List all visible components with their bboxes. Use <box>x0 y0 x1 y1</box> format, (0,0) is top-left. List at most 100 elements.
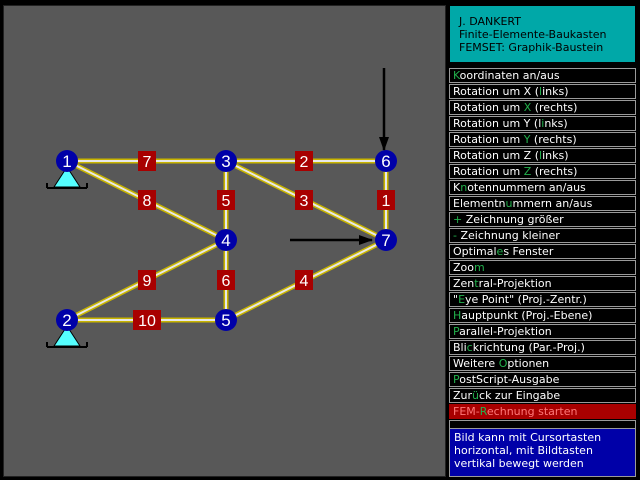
menu-item-text: inks) <box>542 85 569 98</box>
menu-item-hotkey: E <box>458 293 466 306</box>
menu-item-11[interactable]: - Zeichnung kleiner <box>449 228 636 243</box>
menu-item-text: Rotation um X ( <box>453 85 540 98</box>
menu-item-hotkey: c <box>466 341 473 354</box>
menu-item-hotkey: l <box>539 149 543 162</box>
menu-item-8[interactable]: Knotennummern an/aus <box>449 180 636 195</box>
menu-item-text: Zur <box>453 389 473 402</box>
element-number-10: 10 <box>138 313 156 330</box>
element-number-8: 8 <box>143 193 152 210</box>
menu-item-hotkey: H <box>453 309 462 322</box>
menu-item-text: mmern an/aus <box>512 197 593 210</box>
menu-item-text: ck zur Eingabe <box>479 389 561 402</box>
menu-item-text: ral-Projektion <box>478 277 552 290</box>
menu-item-22[interactable]: FEM-Rechnung starten <box>449 404 636 419</box>
menu-item-text: Zen <box>453 277 475 290</box>
menu-item-text: (rechts) <box>531 165 578 178</box>
program-title: Finite-Elemente-Baukasten <box>459 28 607 41</box>
element-label-box-6 <box>217 270 235 290</box>
element-number-6: 6 <box>222 273 231 290</box>
menu-item-text: ostScript-Ausgabe <box>459 373 560 386</box>
menu-item-hotkey: u <box>505 197 513 210</box>
menu-item-text: inks) <box>542 149 569 162</box>
element-label-box-4 <box>295 270 313 290</box>
menu-item-text: echnung starten <box>486 405 578 418</box>
menu-item-hotkey: m <box>474 261 485 274</box>
node-number-4: 4 <box>221 231 230 250</box>
menu-item-hotkey: n <box>460 181 468 194</box>
menu-item-hotkey: t <box>474 277 479 290</box>
menu-item-hotkey: i <box>541 117 545 130</box>
menu-item-7[interactable]: Rotation um Z (rechts) <box>449 164 636 179</box>
menu-item-hotkey: O <box>498 357 508 370</box>
node-number-1: 1 <box>62 152 71 171</box>
menu-item-hotkey: l <box>539 85 543 98</box>
menu-item-text: Zeichnung kleiner <box>456 229 560 242</box>
menu-item-2[interactable]: Rotation um X (links) <box>449 84 636 99</box>
menu-item-hotkey: R <box>479 405 487 418</box>
menu-item-text: nks) <box>544 117 568 130</box>
menu-item-15[interactable]: "Eye Point" (Proj.-Zentr.) <box>449 292 636 307</box>
element-number-3: 3 <box>300 193 309 210</box>
menu-item-hotkey: P <box>453 325 460 338</box>
menu-item-hotkey: K <box>453 69 460 82</box>
element-label-box-5 <box>217 190 235 210</box>
menu-item-3[interactable]: Rotation um X (rechts) <box>449 100 636 115</box>
menu-item-5[interactable]: Rotation um Y (rechts) <box>449 132 636 147</box>
menu-item-text: krichtung (Par.-Proj.) <box>472 341 585 354</box>
menu-item-text: K <box>453 181 461 194</box>
node-number-6: 6 <box>381 152 390 171</box>
node-circle-1 <box>56 150 78 172</box>
hint-line-1: Bild kann mit Cursortasten <box>454 431 602 444</box>
menu-item-hotkey: X <box>523 101 532 114</box>
author-name: J. DANKERT <box>459 15 521 28</box>
element-label-box-10 <box>133 310 161 330</box>
node-number-2: 2 <box>62 311 71 330</box>
menu-item-text: Rotation um <box>453 165 524 178</box>
element-number-1: 1 <box>382 193 391 210</box>
menu-item-text: Zoo <box>453 261 474 274</box>
menu-item-4[interactable]: Rotation um Y (links) <box>449 116 636 131</box>
menu-item-17[interactable]: Parallel-Projektion <box>449 324 636 339</box>
menu-item-text: Rotation um <box>453 101 524 114</box>
node-circle-5 <box>215 309 237 331</box>
menu-item-text: Bli <box>453 341 467 354</box>
program-info-panel: J. DANKERT Finite-Elemente-Baukasten FEM… <box>449 5 636 63</box>
element-number-2: 2 <box>300 154 309 171</box>
node-circle-2 <box>56 309 78 331</box>
element-number-5: 5 <box>222 193 231 210</box>
menu-item-12[interactable]: Optimales Fenster <box>449 244 636 259</box>
menu-item-hotkey: Z <box>523 165 532 178</box>
menu-item-text: ye Point" (Proj.-Zentr.) <box>465 293 587 306</box>
menu-item-text: auptpunkt (Proj.-Ebene) <box>461 309 593 322</box>
menu-item-13[interactable]: Zoom <box>449 260 636 275</box>
menu-item-hotkey: e <box>496 245 504 258</box>
element-label-box-8 <box>138 190 156 210</box>
menu-item-text: Rotation um Z ( <box>453 149 540 162</box>
menu-item-10[interactable]: + Zeichnung größer <box>449 212 636 227</box>
menu-item-21[interactable]: Zurück zur Eingabe <box>449 388 636 403</box>
menu-item-18[interactable]: Blickrichtung (Par.-Proj.) <box>449 340 636 355</box>
menu-item-text: Weitere <box>453 357 499 370</box>
element-label-box-9 <box>138 270 156 290</box>
node-number-5: 5 <box>221 311 230 330</box>
element-label-box-1 <box>377 190 395 210</box>
module-name: FEMSET: Graphik-Baustein <box>459 41 604 54</box>
menu-item-16[interactable]: Hauptpunkt (Proj.-Ebene) <box>449 308 636 323</box>
menu-item-14[interactable]: Zentral-Projektion <box>449 276 636 291</box>
menu-item-text: oordinaten an/aus <box>459 69 560 82</box>
menu-item-20[interactable]: PostScript-Ausgabe <box>449 372 636 387</box>
menu-item-text: Elementn <box>453 197 506 210</box>
menu-item-9[interactable]: Elementnummern an/aus <box>449 196 636 211</box>
menu-item-19[interactable]: Weitere Optionen <box>449 356 636 371</box>
menu-item-text: " <box>453 293 459 306</box>
menu-item-text: Optimal <box>453 245 497 258</box>
element-label-box-7 <box>138 151 156 171</box>
element-number-7: 7 <box>143 154 152 171</box>
menu-item-1[interactable]: Koordinaten an/aus <box>449 68 636 83</box>
menu-item-text: arallel-Projektion <box>459 325 552 338</box>
menu-item-6[interactable]: Rotation um Z (links) <box>449 148 636 163</box>
menu-item-hotkey: P <box>453 373 460 386</box>
